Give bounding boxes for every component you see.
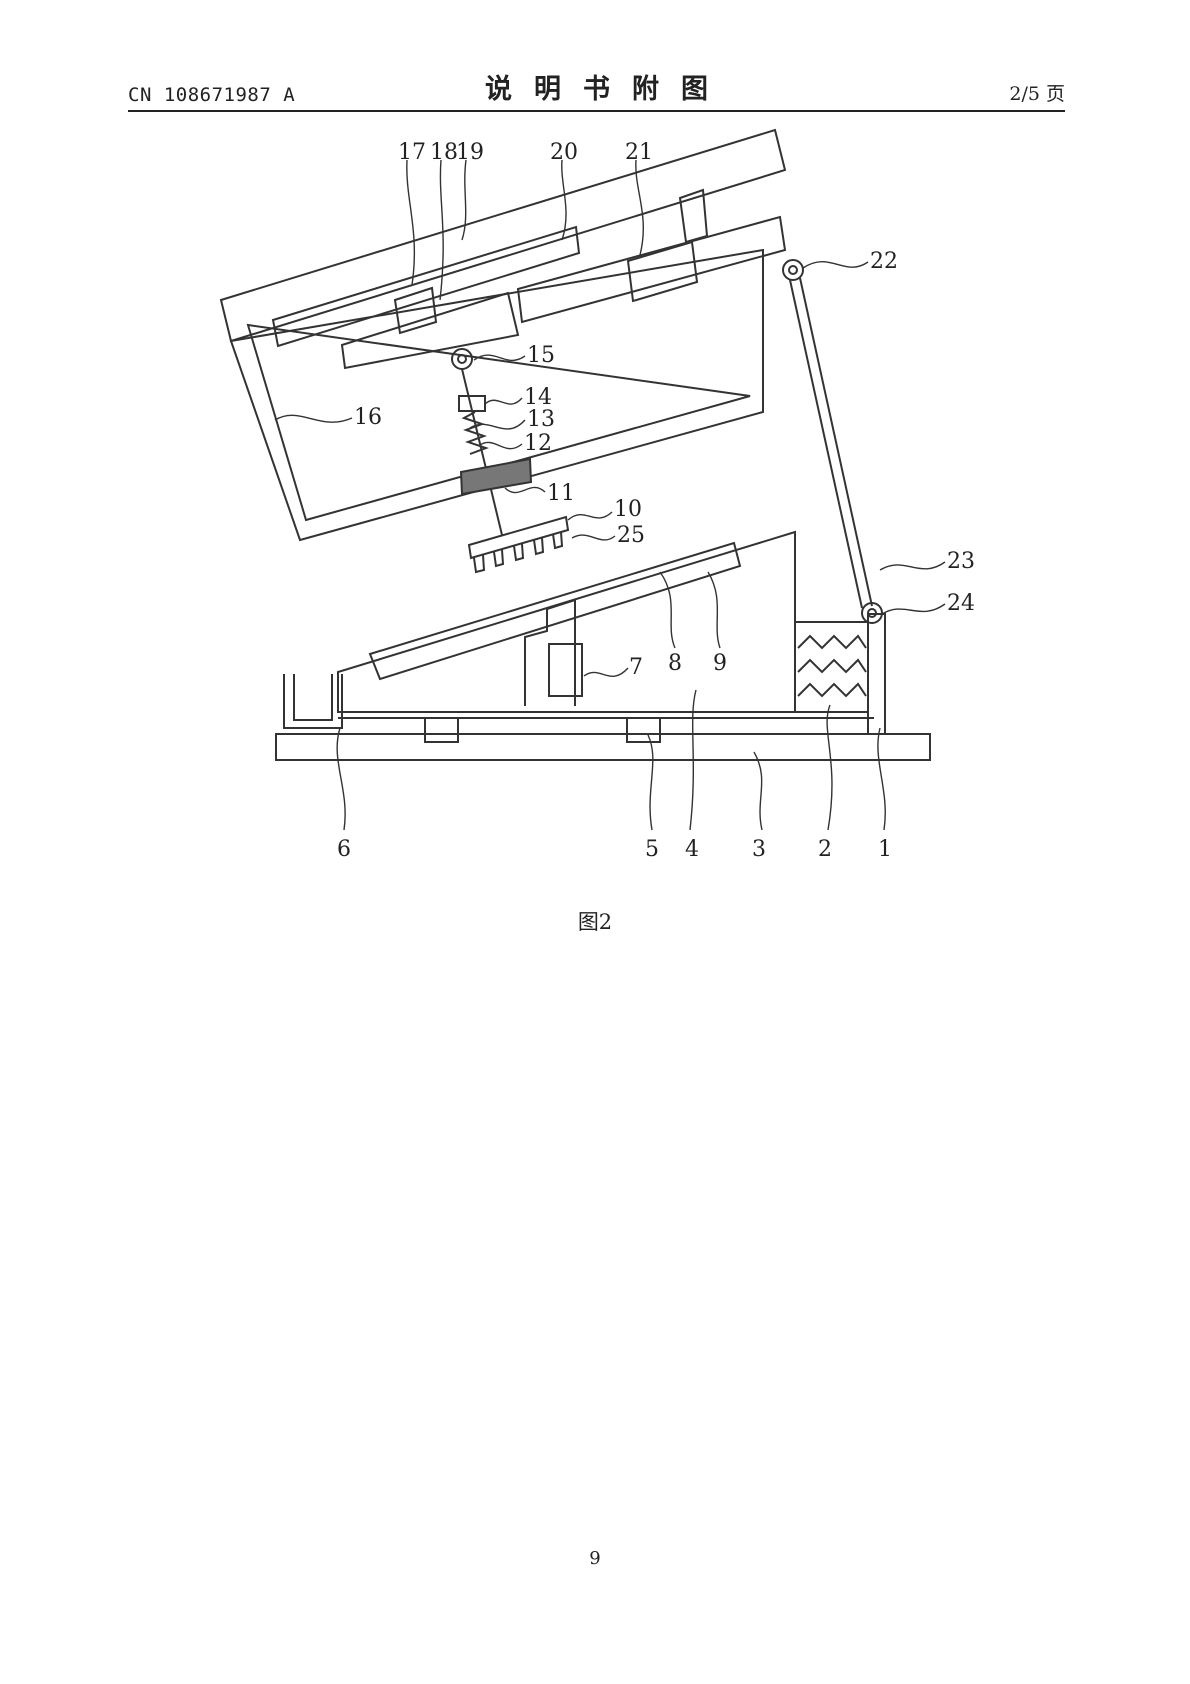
reference-numerals: 17 18 19 20 21 22 15 16 14 13 12 11 10 2…: [337, 140, 975, 862]
foot-5a: [424, 717, 459, 743]
tooth-25c: [513, 543, 525, 562]
link-23: [799, 277, 873, 607]
label-15: 15: [527, 343, 555, 368]
label-12: 12: [524, 431, 552, 456]
rope-12: [461, 368, 503, 536]
label-1: 1: [878, 837, 892, 862]
page-number: 9: [589, 1548, 601, 1569]
post-1: [867, 613, 886, 735]
frame-inner-16: [246, 323, 751, 522]
upper-frame: [219, 128, 787, 542]
lower-base: [275, 530, 931, 761]
support-9: [524, 598, 576, 706]
label-22: 22: [870, 249, 898, 274]
comb-10: [467, 515, 570, 560]
label-14: 14: [524, 385, 552, 410]
label-25: 25: [617, 523, 645, 548]
tooth-25d: [533, 537, 545, 556]
mechanical-drawing: 17 18 19 20 21 22 15 16 14 13 12 11 10 2…: [219, 128, 975, 862]
tooth-25b: [493, 549, 505, 568]
column-top: [678, 188, 709, 244]
figure-caption: 图2: [577, 910, 613, 934]
label-8: 8: [668, 651, 682, 676]
foot-5b: [626, 717, 661, 743]
slider-17: [393, 286, 438, 335]
label-5: 5: [645, 837, 659, 862]
spring-2a: [797, 634, 867, 650]
patent-figure: 17 18 19 20 21 22 15 16 14 13 12 11 10 2…: [219, 128, 975, 862]
hook-6: [283, 674, 343, 729]
rail-20: [271, 225, 581, 348]
label-20: 20: [550, 140, 578, 165]
label-9: 9: [713, 651, 727, 676]
frame-outline-16: [229, 248, 764, 542]
pivot-22: [782, 259, 804, 281]
cylinder-7: [548, 643, 583, 697]
plate-11: [459, 457, 533, 496]
label-16: 16: [354, 405, 382, 430]
linkage: [782, 259, 883, 624]
page-header: CN 108671987 A 说明书附图 2/5 页: [128, 72, 1065, 112]
label-11: 11: [547, 481, 575, 506]
label-19: 19: [456, 140, 484, 165]
label-18: 18: [430, 140, 458, 165]
page-title: 说明书附图: [485, 74, 730, 105]
label-7: 7: [629, 655, 643, 680]
block-21: [626, 240, 699, 303]
baseplate-3: [275, 733, 931, 761]
top-plate-19: [219, 128, 787, 343]
label-24: 24: [947, 591, 975, 616]
wedge-4: [337, 530, 796, 713]
spring-13: [461, 411, 489, 455]
page-count: 2/5 页: [1009, 83, 1065, 105]
spring-2b: [797, 658, 867, 674]
label-17: 17: [398, 140, 426, 165]
label-10: 10: [614, 497, 642, 522]
label-13: 13: [527, 407, 555, 432]
label-23: 23: [947, 549, 975, 574]
leader-lines: [274, 159, 946, 831]
label-2: 2: [818, 837, 832, 862]
pulley-15: [451, 348, 473, 370]
label-21: 21: [625, 140, 653, 165]
tooth-25a: [473, 554, 486, 574]
tray-8: [368, 541, 742, 681]
tooth-25e: [552, 531, 564, 550]
wedge-18: [340, 291, 520, 370]
label-6: 6: [337, 837, 351, 862]
patent-number: CN 108671987 A: [128, 84, 296, 106]
rod-assembly: [451, 348, 570, 574]
label-3: 3: [752, 837, 766, 862]
spring-box-2: [794, 621, 869, 713]
label-4: 4: [685, 837, 699, 862]
spring-2c: [797, 682, 867, 698]
pivot-24: [861, 602, 883, 624]
